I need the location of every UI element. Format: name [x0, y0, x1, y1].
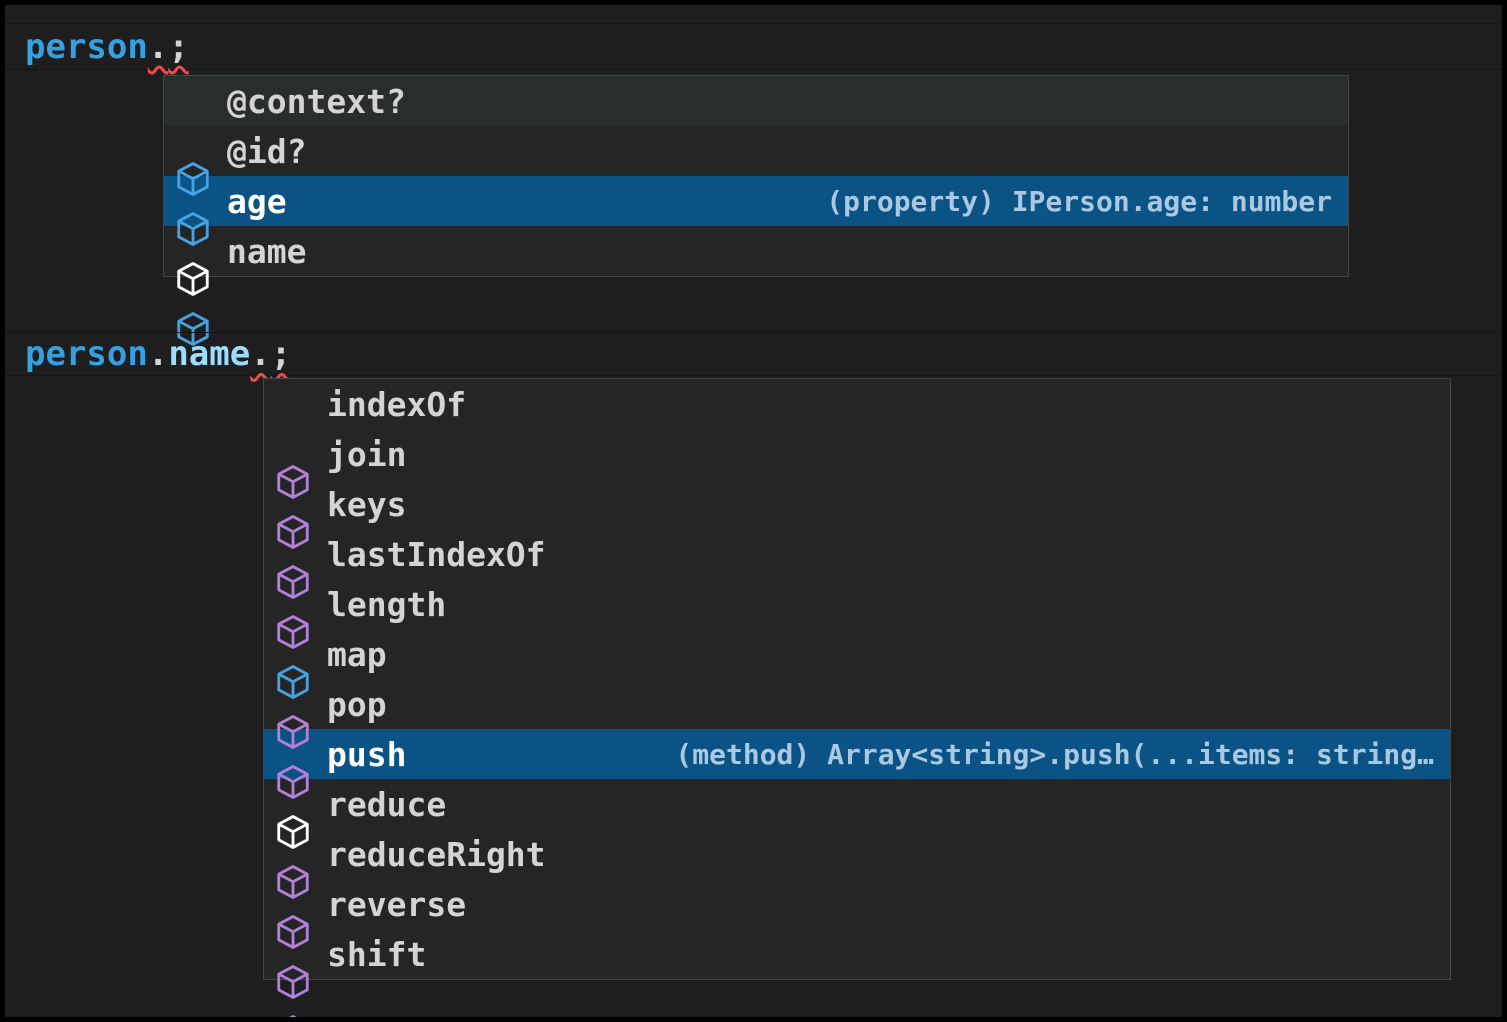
symbol-method-icon — [274, 885, 312, 999]
symbol-method-icon — [274, 785, 312, 899]
suggestion-detail: (property) IPerson.age: number — [826, 184, 1332, 218]
suggestion-item-indexof[interactable]: indexOf — [264, 379, 1450, 499]
suggestion-item-context[interactable]: @context? — [164, 76, 1348, 196]
symbol-method-icon — [274, 685, 312, 799]
suggestion-label: reduceRight — [327, 834, 546, 874]
suggestion-item-lastindexof[interactable]: lastIndexOf — [264, 529, 1450, 649]
suggestion-item-reverse[interactable]: reverse — [264, 879, 1450, 999]
symbol-method-icon — [274, 935, 312, 1017]
suggestion-item-join[interactable]: join — [264, 429, 1450, 549]
suggestion-label: join — [327, 434, 407, 474]
token-person: person — [25, 334, 148, 374]
suggestion-item-shift[interactable]: shift — [264, 929, 1450, 1017]
symbol-method-icon — [274, 435, 312, 549]
symbol-property-icon — [174, 132, 212, 246]
symbol-property-icon — [174, 82, 212, 196]
suggestion-item-age[interactable]: age (property) IPerson.age: number — [164, 176, 1348, 296]
suggest-widget-person: @context? @id? age (property) IPerson.ag… — [163, 75, 1349, 346]
suggestion-label: indexOf — [327, 384, 467, 424]
token-name: name — [168, 334, 251, 374]
token-dot: . — [147, 26, 169, 67]
symbol-method-icon — [274, 535, 312, 649]
symbol-method-icon — [274, 635, 312, 749]
symbol-method-icon — [274, 385, 312, 499]
suggestion-label: @id? — [227, 131, 307, 171]
token-dot: . — [250, 334, 271, 374]
suggestion-label: age — [227, 181, 287, 221]
token-semicolon: ; — [168, 26, 189, 67]
suggestion-item-pop[interactable]: pop — [264, 679, 1450, 799]
suggestion-item-keys[interactable]: keys — [264, 479, 1450, 599]
suggestion-label: keys — [327, 484, 407, 524]
suggestion-label: reduce — [327, 784, 447, 824]
suggestion-label: pop — [327, 684, 387, 724]
code-line-1[interactable]: person . ; — [5, 23, 1502, 70]
symbol-property-icon — [174, 232, 212, 346]
suggestion-label: lastIndexOf — [327, 534, 546, 574]
suggestion-label: @context? — [227, 81, 406, 121]
suggestion-label: map — [327, 634, 387, 674]
suggestion-label: push — [327, 734, 407, 774]
suggestion-item-length[interactable]: length — [264, 579, 1450, 699]
symbol-method-icon — [274, 485, 312, 599]
symbol-property-icon — [174, 182, 212, 296]
symbol-property-icon — [274, 585, 312, 699]
suggestion-item-map[interactable]: map — [264, 629, 1450, 749]
suggestion-item-name[interactable]: name — [164, 226, 1348, 346]
symbol-method-icon — [274, 735, 312, 849]
suggestion-label: shift — [327, 934, 427, 974]
token-person: person — [25, 26, 148, 67]
suggestion-label: reverse — [327, 884, 467, 924]
suggestion-detail: (method) Array<string>.push(...items: st… — [675, 737, 1434, 771]
token-semicolon: ; — [270, 334, 292, 374]
suggestion-item-id[interactable]: @id? — [164, 126, 1348, 246]
suggest-widget-name: indexOf join keys lastIndexOf — [263, 378, 1451, 1017]
suggestion-item-reduce[interactable]: reduce — [264, 779, 1450, 899]
code-line-2[interactable]: person . name . ; — [5, 332, 1502, 376]
suggestion-label: length — [327, 584, 447, 624]
suggestion-item-reduceright[interactable]: reduceRight — [264, 829, 1450, 949]
suggestion-label: name — [227, 231, 307, 271]
symbol-method-icon — [274, 835, 312, 949]
token-dot: . — [147, 334, 169, 374]
suggestion-item-push[interactable]: push (method) Array<string>.push(...item… — [264, 729, 1450, 849]
